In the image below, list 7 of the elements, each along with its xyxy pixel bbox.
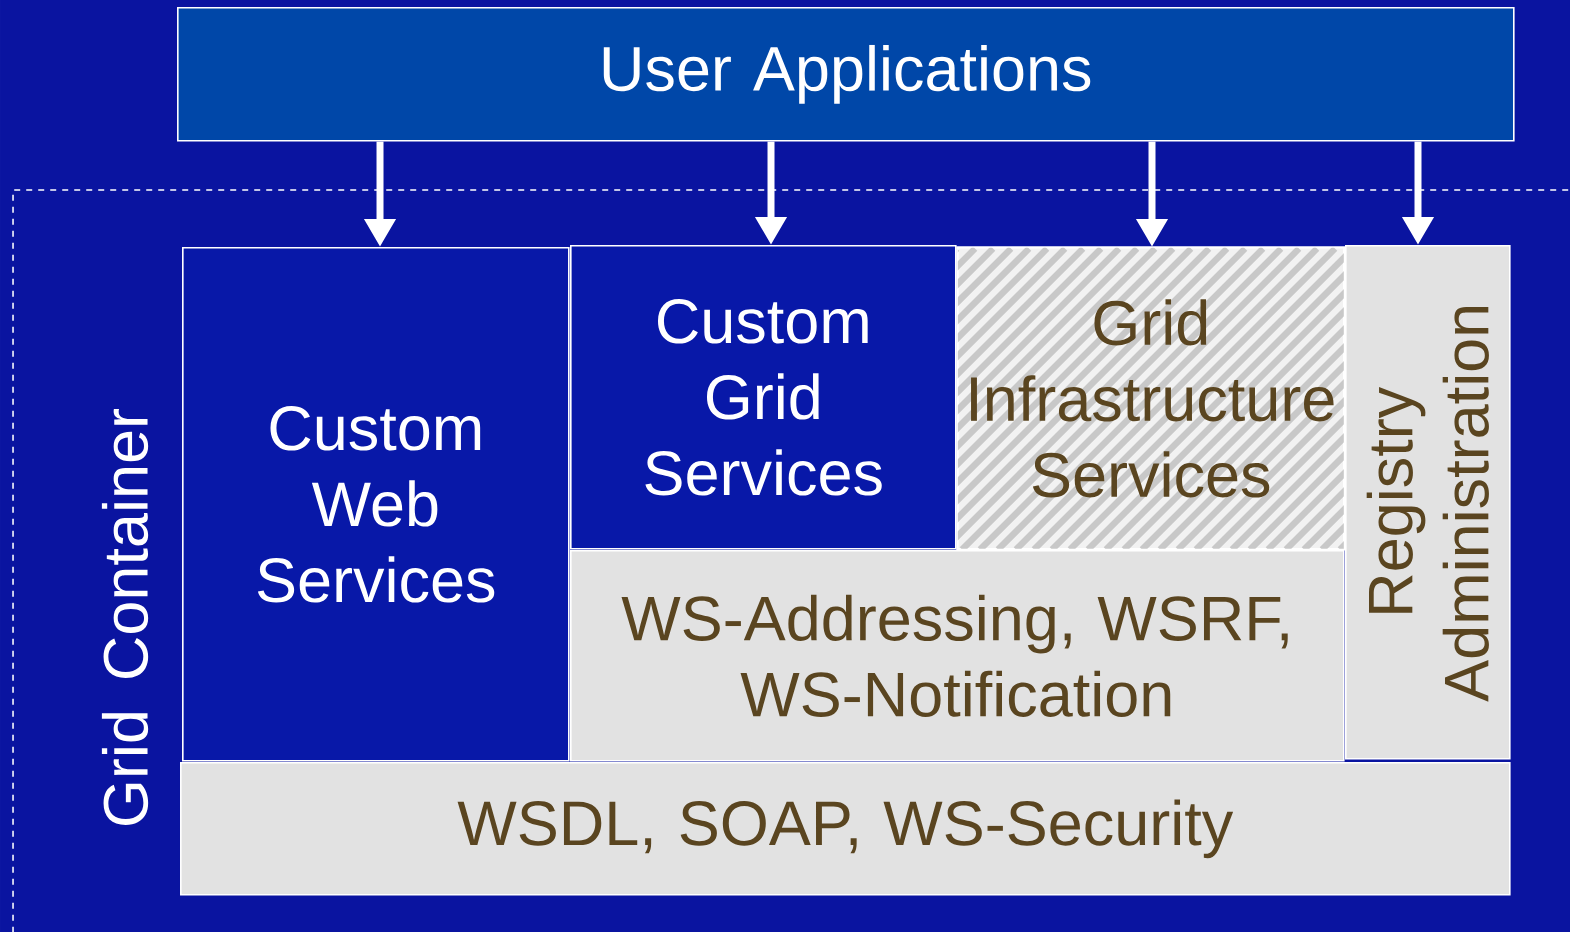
hatched-layer-box: Grid Infrastructure Services	[956, 246, 1346, 551]
layer-box: WSDL, SOAP, WS-Security	[180, 762, 1511, 896]
layer-box: Custom Grid Services	[570, 245, 957, 550]
layer-box: Custom Web Services	[182, 247, 570, 762]
layer-box: User Applications	[177, 7, 1515, 142]
layer-box: Registry Administration	[1345, 245, 1511, 760]
layer-box: WS-Addressing, WSRF, WS-Notification	[570, 550, 1345, 762]
